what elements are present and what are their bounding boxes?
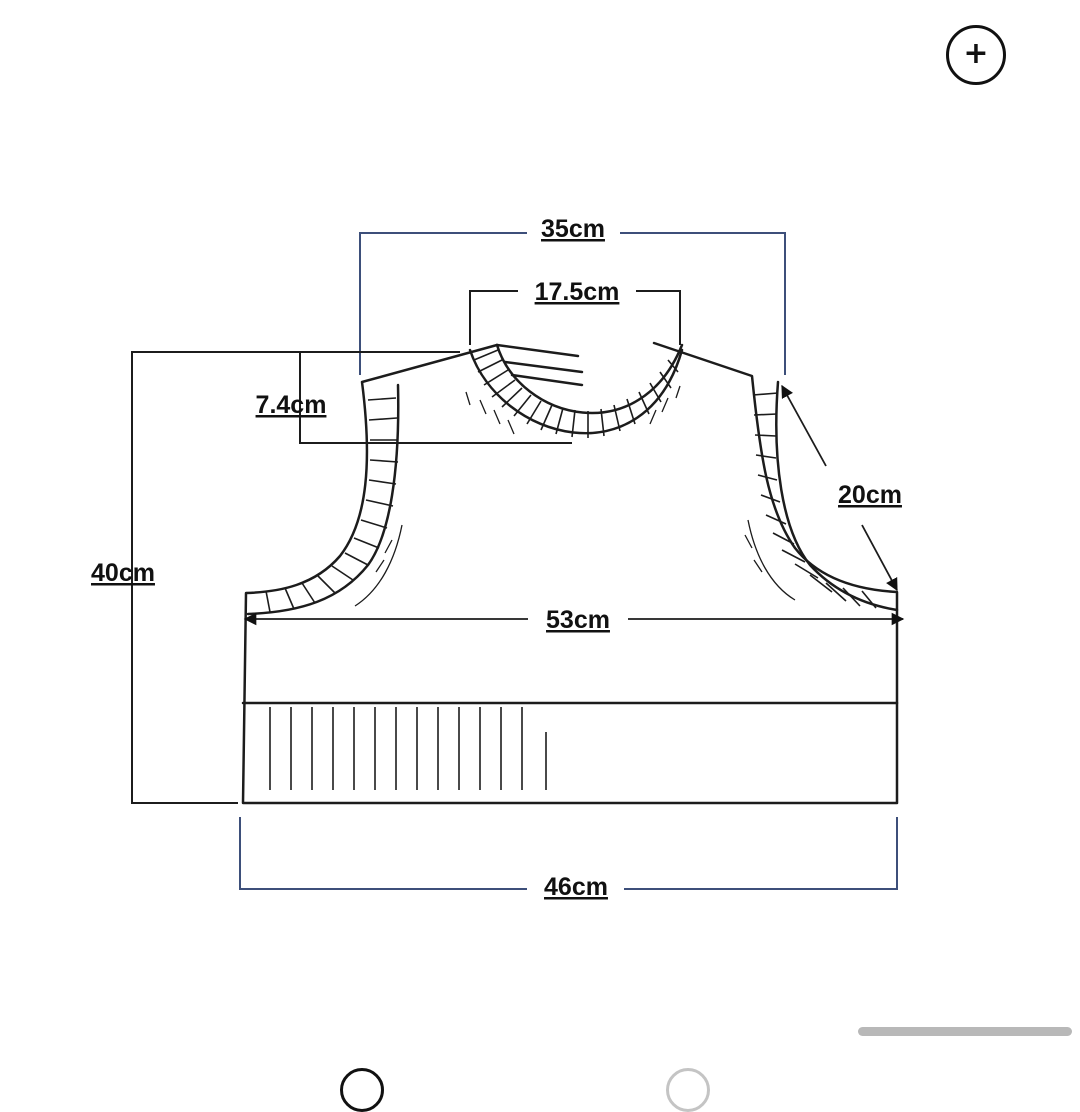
armhole-arrows <box>781 384 898 592</box>
neck-width-label: 17.5cm <box>535 278 620 306</box>
horizontal-scrollbar[interactable] <box>858 1027 1072 1036</box>
neckline-rib-hatching <box>473 349 679 438</box>
right-armhole-rib-edge <box>775 380 899 612</box>
measurement-diagram: 35cm 17.5cm 7.4cm 20cm 40cm 53cm 46cm <box>91 215 905 901</box>
hem-rib-stripes <box>269 707 547 790</box>
neck-width-line-left <box>469 290 518 345</box>
hem-width-line-right <box>624 817 898 890</box>
shoulder-width-line-right <box>620 232 786 375</box>
left-armhole-rib-edge <box>246 383 400 616</box>
neckline-outer <box>495 343 684 415</box>
neck-depth-label: 7.4cm <box>256 391 327 419</box>
hem-width-label: 46cm <box>544 873 608 901</box>
sketch-shading <box>354 385 796 607</box>
neck-depth-line <box>299 352 572 444</box>
hem-width-line-left <box>239 817 527 890</box>
vest-sketch <box>241 341 899 805</box>
neck-width-line-right <box>636 290 681 345</box>
carousel-dot-1[interactable] <box>340 1068 384 1112</box>
chest-width-label: 53cm <box>546 606 610 634</box>
dimension-lines <box>131 232 898 890</box>
right-armhole-rib-hatching <box>752 392 877 609</box>
left-armhole-rib-hatching <box>265 397 399 613</box>
vest-outline <box>241 341 899 805</box>
armhole-label: 20cm <box>838 481 902 509</box>
length-label: 40cm <box>91 559 155 587</box>
zoom-button[interactable]: + <box>946 25 1006 85</box>
carousel-dot-2[interactable] <box>666 1068 710 1112</box>
shoulder-width-line-left <box>359 232 527 375</box>
length-line <box>131 351 460 804</box>
plus-in-circle-icon: + <box>963 36 989 71</box>
neckline-overlap <box>495 343 584 387</box>
shoulder-width-label: 35cm <box>541 215 605 243</box>
